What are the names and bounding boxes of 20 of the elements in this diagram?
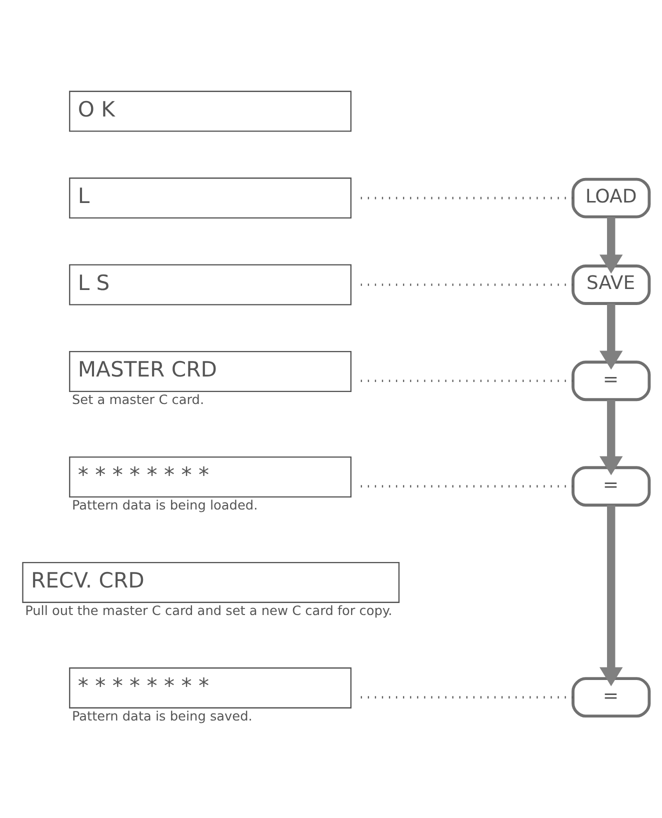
node-label: Pull out the master C card and set a new C card for copy. [25, 604, 392, 620]
node-box: L S [69, 264, 352, 306]
node-label: Pattern data is being saved. [72, 710, 252, 725]
arrow [600, 217, 623, 274]
node-box: L [69, 178, 352, 219]
node-box: * * * * * * * * [69, 456, 352, 498]
node-box: RECV. CRD [22, 562, 400, 603]
node-label: Set a master C card. [72, 393, 204, 408]
arrow [600, 400, 623, 476]
arrow [600, 505, 623, 686]
node-label: Pattern data is being loaded. [72, 498, 258, 514]
node-box: MASTER CRD [69, 350, 352, 392]
node-box: SAVE [572, 264, 651, 305]
node-box: LOAD [572, 178, 651, 218]
node-box: = [572, 360, 651, 402]
arrow [600, 304, 623, 370]
node-box: = [572, 677, 651, 718]
node-box: O K [69, 90, 352, 132]
node-box: * * * * * * * * [69, 667, 352, 708]
node-box: = [572, 466, 651, 507]
